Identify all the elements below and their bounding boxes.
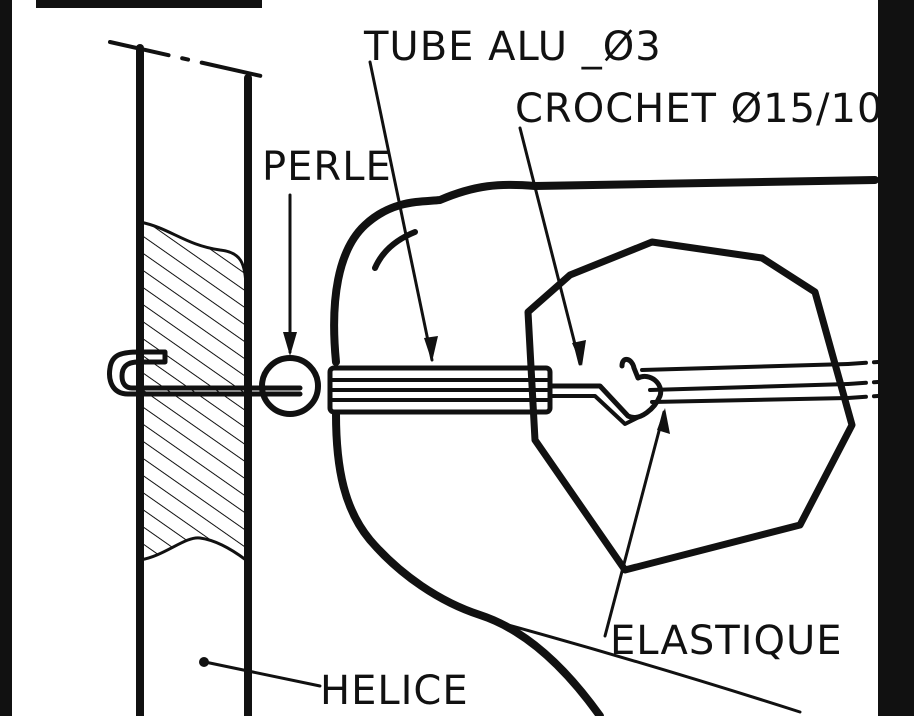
label-perle: PERLE xyxy=(262,144,392,190)
leader-lines xyxy=(199,60,670,688)
label-elastique: ELASTIQUE xyxy=(610,618,843,664)
helice-dot xyxy=(199,657,209,667)
crochet-wire xyxy=(547,357,664,426)
elastique-strands xyxy=(640,360,880,404)
label-crochet: CROCHET Ø15/10 xyxy=(515,86,883,132)
crochet-arrowhead xyxy=(572,340,586,366)
hook-housing xyxy=(524,238,856,574)
tube-alu xyxy=(327,365,553,415)
elastique-arrowhead xyxy=(657,408,670,434)
perle-arrowhead xyxy=(283,332,297,356)
hatched-section xyxy=(138,220,248,563)
nose-block xyxy=(108,40,272,716)
label-helice: HELICE xyxy=(320,668,469,714)
tube-arrowhead xyxy=(424,336,438,362)
front-hook xyxy=(107,349,303,397)
label-tube: TUBE ALU _Ø3 xyxy=(363,24,662,70)
fuselage-outline xyxy=(330,176,879,716)
perle-bead xyxy=(259,355,321,417)
